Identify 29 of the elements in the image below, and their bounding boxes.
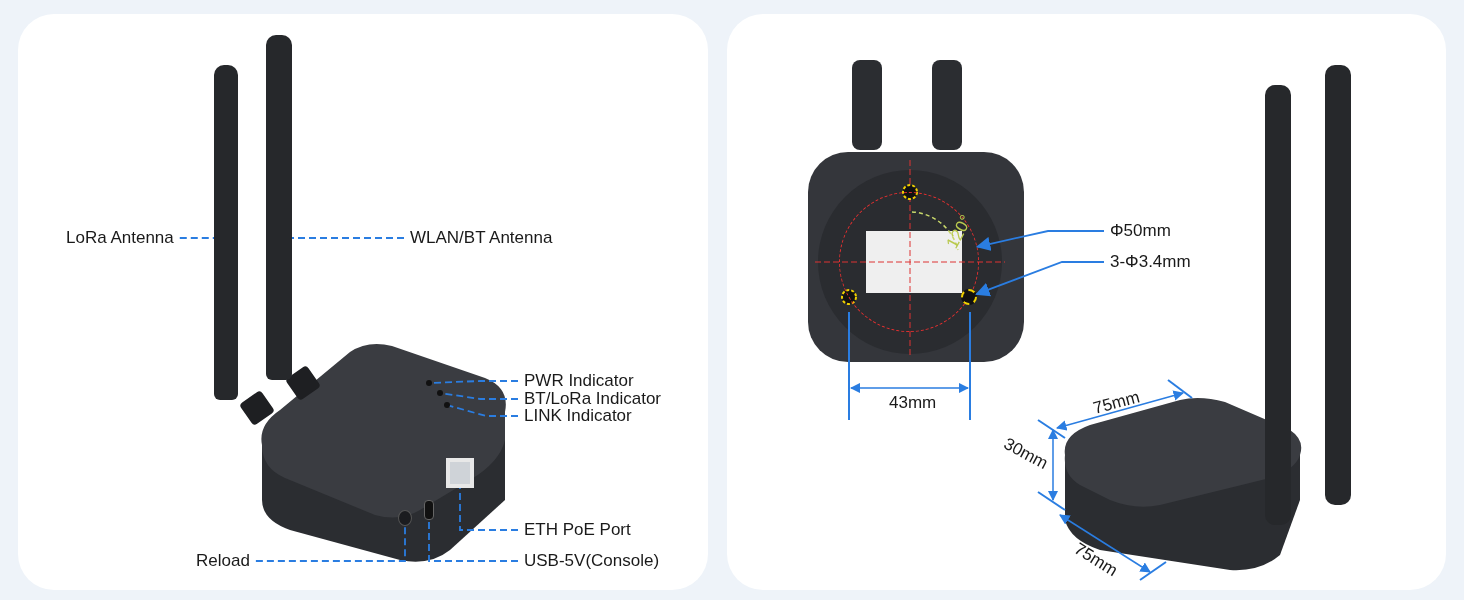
indicator-led bbox=[426, 380, 432, 386]
leader-line bbox=[442, 392, 519, 400]
callout-label: 3-Φ3.4mm bbox=[1110, 252, 1191, 272]
indicator-led bbox=[444, 402, 450, 408]
antenna bbox=[266, 35, 292, 380]
callout-label: ETH PoE Port bbox=[524, 520, 631, 540]
leader-line bbox=[178, 237, 215, 239]
dimension-label: 75mm bbox=[1091, 387, 1142, 419]
usb-port bbox=[424, 500, 434, 520]
leader-line bbox=[255, 524, 406, 562]
callout-label: Reload bbox=[196, 551, 250, 571]
antenna bbox=[214, 65, 238, 400]
leader-line bbox=[449, 404, 519, 417]
indicator-led bbox=[437, 390, 443, 396]
leader-line bbox=[291, 237, 405, 239]
callout-label: WLAN/BT Antenna bbox=[410, 228, 553, 248]
dimension-label: 43mm bbox=[889, 393, 937, 413]
angle-label: 120° bbox=[942, 211, 977, 253]
callout-label: BT/LoRa Indicator bbox=[524, 389, 661, 409]
ethernet-port bbox=[446, 458, 474, 488]
leader-line bbox=[975, 230, 1105, 251]
callout-label: USB-5V(Console) bbox=[524, 551, 660, 571]
callout-label: Φ50mm bbox=[1110, 221, 1171, 241]
leader-line bbox=[428, 519, 519, 562]
callout-label: LoRa Antenna bbox=[66, 228, 174, 248]
callout-label: PWR Indicator bbox=[524, 371, 634, 391]
callout-label: LINK Indicator bbox=[524, 406, 632, 426]
leader-line bbox=[975, 261, 1105, 297]
leader-line bbox=[431, 380, 519, 384]
